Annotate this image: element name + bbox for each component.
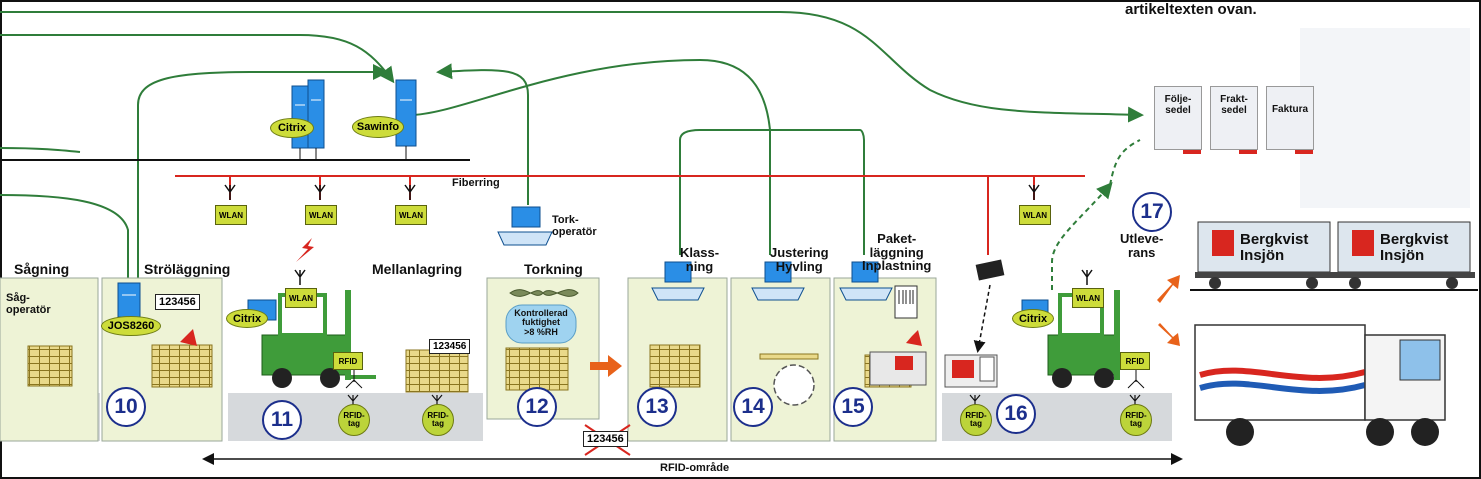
- green-data-lines: [0, 11, 1144, 290]
- red-arrow-15: [900, 322, 922, 346]
- rfid-tag-1: RFID- tag: [338, 404, 370, 436]
- document-fraktsedel-label: Frakt- sedel: [1220, 94, 1248, 116]
- label-klassning: Klass- ning: [680, 245, 720, 274]
- train: [1190, 221, 1478, 291]
- computer-15: [839, 261, 893, 301]
- lightning-icon: [296, 238, 314, 262]
- label-kontroll: Kontrollerad fuktighet >8 %RH: [514, 308, 568, 337]
- computer-jos: [117, 282, 141, 318]
- step-number-16: 16: [996, 394, 1036, 434]
- rfid-tag-3: RFID- tag: [960, 404, 992, 436]
- yellow-lines-14: [759, 353, 819, 360]
- rfid-tag-antennas: [347, 394, 1141, 405]
- step-number-14: 14: [733, 387, 773, 427]
- jos-badge: JOS8260: [101, 316, 161, 336]
- document-fraktsedel: Frakt- sedel: [1210, 86, 1258, 150]
- package-label-16: [979, 356, 995, 382]
- wlan-forklift-11: WLAN: [285, 288, 317, 308]
- dashed-to-documents: [1109, 139, 1141, 186]
- line-sawinfo-down: [137, 64, 389, 280]
- line-to-truck16: [1051, 181, 1113, 290]
- rfid-area-label: RFID-område: [660, 462, 730, 474]
- train-company-1: Bergkvist Insjön: [1240, 231, 1309, 264]
- right-faded-text-area: [1300, 28, 1470, 208]
- tork-operator-label: Tork- operatör: [552, 214, 597, 238]
- label-justering: Justering Hyvling: [770, 245, 829, 274]
- barcode-lines: [898, 290, 914, 304]
- line-left-mid: [0, 147, 81, 153]
- document-foljesedel-label: Följe- sedel: [1164, 94, 1192, 116]
- wlan-box-2: WLAN: [305, 205, 337, 225]
- label-mellanlagring: Mellanlagring: [372, 261, 463, 277]
- step-number-17: 17: [1132, 192, 1172, 232]
- rfid-scanner: [975, 259, 1005, 281]
- sawinfo-server-badge: Sawinfo: [352, 116, 404, 138]
- top-line-to-documents: [0, 11, 1144, 123]
- orange-arrow-to-train: [1157, 275, 1180, 303]
- step-number-12: 12: [517, 387, 557, 427]
- label-utleverans: Utleve- rans: [1120, 231, 1164, 260]
- rfid-reader-11: RFID: [333, 352, 363, 370]
- document-faktura-label: Faktura: [1271, 104, 1309, 115]
- forklift-16: [1021, 290, 1120, 388]
- humidity-cloud: [505, 304, 577, 344]
- step-number-15: 15: [833, 387, 873, 427]
- wlan-box-3: WLAN: [395, 205, 427, 225]
- label-sagning: Sågning: [14, 261, 70, 277]
- citrix-badge-11: Citrix: [226, 309, 268, 328]
- board-id-mellanlagring: 123456: [429, 339, 471, 354]
- header-note: artikeltexten ovan.: [1125, 1, 1257, 18]
- line-jos-to-ring: [0, 194, 129, 285]
- orange-arrow-to-truck: [1158, 323, 1180, 346]
- red-arrow-10: [172, 322, 197, 346]
- computer-13: [651, 261, 705, 301]
- cutter-head-14: [773, 364, 815, 406]
- step-number-11: 11: [262, 400, 302, 440]
- board-id-crossed: 123456: [583, 431, 628, 447]
- document-foljesedel: Följe- sedel: [1154, 86, 1202, 150]
- computer-14: [751, 261, 805, 301]
- wlan-forklift-16: WLAN: [1072, 288, 1104, 308]
- package-logo-16: [952, 360, 974, 378]
- wlan-box-4: WLAN: [1019, 205, 1051, 225]
- rfid-stands: [345, 368, 1145, 389]
- wlan-antennas: [224, 184, 1093, 285]
- document-faktura: Faktura: [1266, 86, 1314, 150]
- line-sawinfo-to-stations: [409, 58, 771, 131]
- label-paket: Paket- läggning Inplastning: [862, 231, 932, 274]
- fiber-label: Fiberring: [452, 177, 500, 189]
- citrix-badge-16: Citrix: [1012, 309, 1054, 328]
- orange-arrow-12-13: [590, 355, 622, 377]
- citrix-server-badge: Citrix: [270, 118, 314, 138]
- rfid-reader-16: RFID: [1120, 352, 1150, 370]
- label-sag-operator: Såg- operatör: [6, 292, 51, 316]
- wlan-box-1: WLAN: [215, 205, 247, 225]
- rfid-tag-4: RFID- tag: [1120, 404, 1152, 436]
- truck: [1194, 324, 1446, 446]
- label-torkning: Torkning: [524, 261, 583, 277]
- line-to-klassning: [679, 129, 865, 255]
- step-number-13: 13: [637, 387, 677, 427]
- train-company-2: Bergkvist Insjön: [1380, 231, 1449, 264]
- fan-icon: [509, 289, 579, 297]
- package-logo-15: [895, 356, 913, 370]
- step-number-10: 10: [106, 387, 146, 427]
- label-strolaggning: Ströläggning: [144, 261, 231, 277]
- board-id-10: 123456: [155, 294, 200, 310]
- rfid-tag-2: RFID- tag: [422, 404, 454, 436]
- scanner-beam: [973, 284, 991, 353]
- line-tork-to-sawinfo: [436, 63, 529, 205]
- computer-tork: [497, 206, 553, 246]
